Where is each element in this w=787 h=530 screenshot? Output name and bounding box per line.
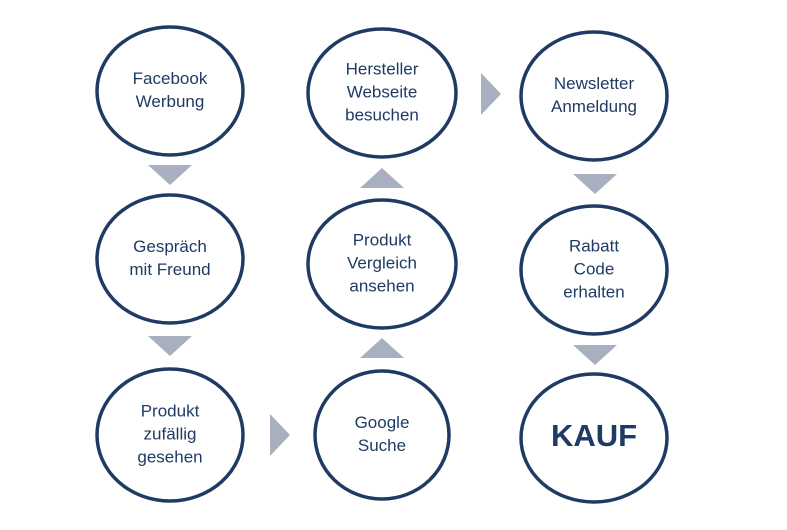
node-label-produkt-zufaellig-gesehen-line-3: gesehen <box>137 447 202 466</box>
node-label-produkt-vergleich-ansehen-line-3: ansehen <box>349 276 414 295</box>
node-label-produkt-zufaellig-gesehen-line-1: Produkt <box>141 401 200 420</box>
node-circle-facebook-werbung <box>95 25 245 157</box>
node-label-rabatt-code-erhalten-line-1: Rabatt <box>569 236 619 255</box>
node-label-facebook-werbung-line-2: Werbung <box>136 92 205 111</box>
node-label-kauf-line-1: KAUF <box>551 418 637 453</box>
node-label-facebook-werbung-line-1: Facebook <box>133 69 208 88</box>
node-label-hersteller-webseite-besuchen-line-1: Hersteller <box>346 59 419 78</box>
arrow-rabatt-to-kauf-down-arrow-icon <box>573 345 617 365</box>
node-label-newsletter-anmeldung-line-2: Anmeldung <box>551 97 637 116</box>
node-circle-rabatt-code-erhalten <box>519 204 669 336</box>
node-label-produkt-zufaellig-gesehen-line-2: zufällig <box>144 424 197 443</box>
node-label-newsletter-anmeldung-line-1: Newsletter <box>554 74 635 93</box>
node-label-produkt-vergleich-ansehen-line-1: Produkt <box>353 230 412 249</box>
node-label-rabatt-code-erhalten-line-2: Code <box>574 259 615 278</box>
node-circle-kauf <box>519 372 669 504</box>
arrow-hersteller-to-newsletter-right-arrow-icon <box>481 73 501 115</box>
node-label-google-suche-line-1: Google <box>355 413 410 432</box>
arrow-gespraech-to-produkt-down-arrow-icon <box>148 336 192 356</box>
node-circle-google-suche <box>313 369 451 501</box>
node-label-hersteller-webseite-besuchen-line-2: Webseite <box>347 82 418 101</box>
node-circle-hersteller-webseite-besuchen <box>306 27 458 159</box>
node-circle-produkt-zufaellig-gesehen <box>95 367 245 503</box>
arrows-layer <box>148 73 617 456</box>
node-label-gespraech-mit-freund-line-1: Gespräch <box>133 237 207 256</box>
arrow-newsletter-to-rabatt-down-arrow-icon <box>573 174 617 194</box>
node-circle-newsletter-anmeldung <box>519 30 669 162</box>
node-label-produkt-vergleich-ansehen-line-2: Vergleich <box>347 253 417 272</box>
node-produkt-zufaellig-gesehen: Produkt zufällig gesehen <box>95 367 245 503</box>
node-label-hersteller-webseite-besuchen-line-3: besuchen <box>345 105 419 124</box>
node-kauf: KAUF <box>519 372 669 504</box>
node-label-gespraech-mit-freund-line-2: mit Freund <box>129 260 210 279</box>
node-label-google-suche-line-2: Suche <box>358 436 406 455</box>
arrow-vergleich-to-hersteller-up-arrow-icon <box>360 168 404 188</box>
arrow-facebook-to-gespraech-down-arrow-icon <box>148 165 192 185</box>
node-gespraech-mit-freund: Gespräch mit Freund <box>95 193 245 325</box>
arrow-google-to-vergleich-up-arrow-icon <box>360 338 404 358</box>
node-label-rabatt-code-erhalten-line-3: erhalten <box>563 282 624 301</box>
node-circle-gespraech-mit-freund <box>95 193 245 325</box>
arrow-produkt-to-google-right-arrow-icon <box>270 414 290 456</box>
node-circle-produkt-vergleich-ansehen <box>306 198 458 330</box>
